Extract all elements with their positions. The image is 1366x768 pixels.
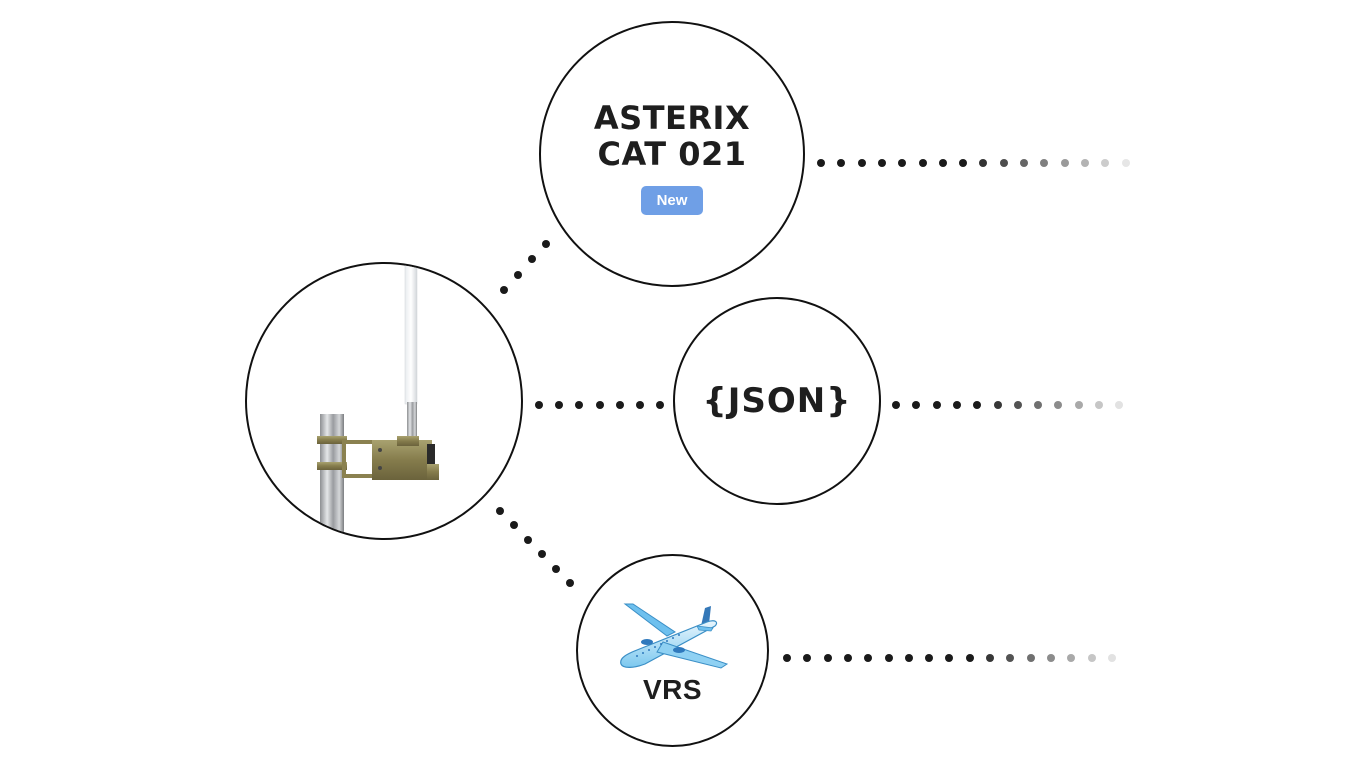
vrs-node: VRS bbox=[576, 554, 769, 747]
output-dot-vrs bbox=[783, 654, 791, 662]
antenna-node bbox=[245, 262, 523, 540]
output-dot-vrs bbox=[945, 654, 954, 662]
connector-dot-vrs bbox=[566, 579, 574, 587]
output-dot-json bbox=[973, 401, 982, 409]
output-dot-json bbox=[1013, 401, 1022, 409]
asterix-title-line2: CAT 021 bbox=[597, 134, 747, 173]
output-dot-asterix bbox=[1060, 159, 1069, 167]
output-dot-asterix bbox=[1020, 159, 1028, 167]
output-dot-vrs bbox=[1006, 654, 1015, 662]
output-dot-vrs bbox=[864, 654, 873, 662]
output-dot-json bbox=[993, 401, 1002, 409]
connector-dot-json bbox=[635, 401, 644, 409]
output-dot-asterix bbox=[837, 159, 846, 167]
antenna-icon bbox=[317, 264, 439, 538]
output-dot-json bbox=[1074, 401, 1083, 409]
output-dot-vrs bbox=[986, 654, 994, 662]
output-dot-json bbox=[1115, 401, 1124, 409]
new-badge: New bbox=[640, 185, 704, 215]
output-dot-asterix bbox=[1101, 159, 1110, 167]
output-dot-vrs bbox=[965, 654, 974, 662]
output-dot-json bbox=[1034, 401, 1043, 409]
output-dot-json bbox=[1054, 401, 1063, 409]
connector-dot-asterix bbox=[528, 255, 536, 264]
connector-dot-json bbox=[615, 401, 624, 409]
output-dot-asterix bbox=[918, 159, 927, 167]
asterix-node: ASTERIX CAT 021 New bbox=[539, 21, 805, 287]
connector-dot-asterix bbox=[500, 286, 508, 294]
connector-dot-asterix bbox=[542, 240, 550, 248]
output-dot-asterix bbox=[817, 159, 825, 167]
asterix-title: ASTERIX CAT 021 bbox=[594, 100, 750, 172]
output-dot-vrs bbox=[1026, 654, 1035, 662]
airplane-icon bbox=[619, 603, 728, 669]
output-dot-vrs bbox=[823, 654, 832, 662]
asterix-title-line1: ASTERIX bbox=[593, 98, 751, 137]
output-dot-asterix bbox=[979, 159, 988, 167]
output-dot-asterix bbox=[959, 159, 968, 167]
output-dot-asterix bbox=[857, 159, 866, 167]
connector-dot-json bbox=[656, 401, 664, 409]
output-dot-asterix bbox=[877, 159, 886, 167]
vrs-title: VRS bbox=[642, 673, 703, 705]
connector-dot-asterix bbox=[514, 270, 522, 279]
output-dot-vrs bbox=[1067, 654, 1076, 662]
output-dot-vrs bbox=[1087, 654, 1096, 662]
output-dot-json bbox=[932, 401, 941, 409]
connector-dot-vrs bbox=[524, 535, 532, 544]
output-dot-asterix bbox=[999, 159, 1008, 167]
output-dot-json bbox=[892, 401, 900, 409]
output-dot-asterix bbox=[938, 159, 947, 167]
connector-dot-vrs bbox=[496, 507, 504, 515]
output-dot-vrs bbox=[803, 654, 812, 662]
output-dot-json bbox=[952, 401, 961, 409]
output-dot-vrs bbox=[843, 654, 852, 662]
json-node: {JSON} bbox=[673, 297, 881, 505]
output-dot-vrs bbox=[1046, 654, 1055, 662]
output-dot-asterix bbox=[1040, 159, 1049, 167]
output-dot-asterix bbox=[898, 159, 907, 167]
output-dot-json bbox=[912, 401, 921, 409]
output-dot-asterix bbox=[1080, 159, 1089, 167]
connector-dot-vrs bbox=[552, 564, 560, 573]
connector-dot-vrs bbox=[510, 521, 518, 530]
connector-dot-vrs bbox=[538, 550, 546, 559]
output-dot-vrs bbox=[904, 654, 913, 662]
json-title: {JSON} bbox=[702, 381, 852, 421]
output-dot-asterix bbox=[1121, 159, 1130, 167]
output-dot-vrs bbox=[884, 654, 893, 662]
connector-dot-json bbox=[535, 401, 543, 409]
connector-dot-json bbox=[555, 401, 564, 409]
output-dot-vrs bbox=[1107, 654, 1116, 662]
output-dot-json bbox=[1095, 401, 1103, 409]
connector-dot-json bbox=[595, 401, 604, 409]
output-dot-vrs bbox=[925, 654, 934, 662]
connector-dot-json bbox=[575, 401, 584, 409]
